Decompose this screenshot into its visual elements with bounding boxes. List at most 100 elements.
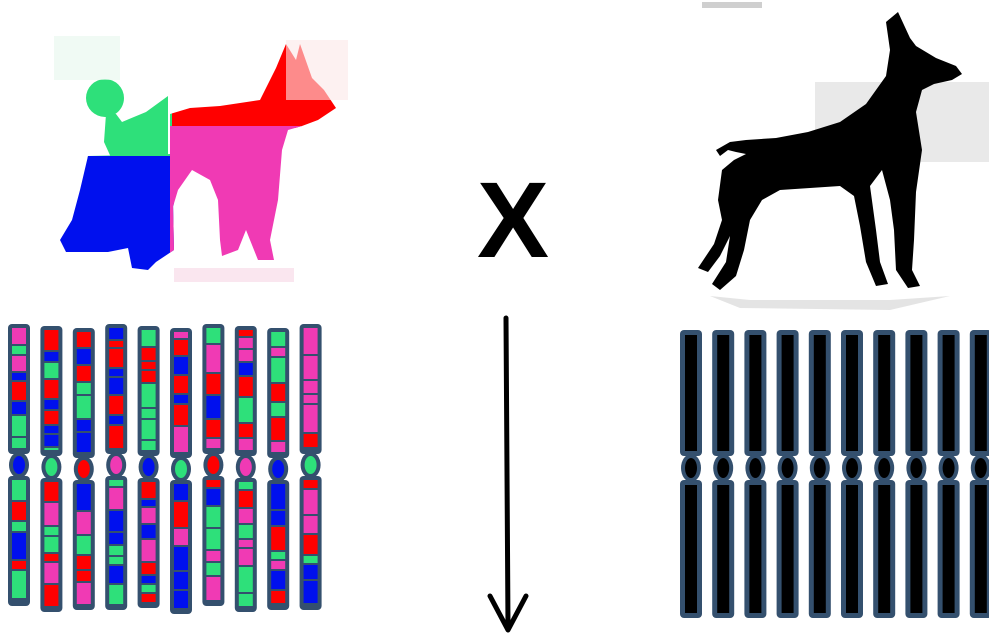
- chromosome-band: [271, 511, 286, 525]
- chromosome-band: [685, 335, 697, 451]
- chromosome-band: [141, 330, 156, 346]
- chromosome-band: [303, 480, 318, 488]
- chromosome-band: [109, 557, 124, 564]
- chromosome-band: [206, 577, 221, 600]
- chromosome-band: [781, 335, 794, 451]
- chromosome-band: [910, 335, 923, 451]
- chromosome-band: [12, 373, 26, 380]
- chromosome-band: [141, 420, 156, 439]
- chromosome-band: [44, 435, 59, 446]
- chromosome-band: [271, 591, 286, 603]
- chromosome-band: [271, 561, 286, 569]
- chromosome-band: [174, 332, 188, 338]
- chromosome: [170, 328, 192, 614]
- chromosome-band: [109, 488, 124, 509]
- chromosome-band: [12, 346, 26, 354]
- chromosome-band: [76, 536, 91, 554]
- chromosome-band: [141, 594, 156, 602]
- chromosome-band: [813, 485, 826, 613]
- chromosome-band: [238, 567, 253, 592]
- chromosome-band: [206, 507, 221, 527]
- chromosome: [8, 324, 30, 606]
- chromosome: [680, 330, 702, 618]
- mixed-dog-icon: [54, 36, 348, 282]
- chromosome-band: [910, 485, 923, 613]
- chromosome-band: [76, 349, 91, 364]
- centromere-core: [175, 460, 187, 478]
- chromosome-band: [271, 442, 286, 452]
- centromere-core: [77, 460, 90, 478]
- chromosome-band: [174, 572, 188, 589]
- chromosome-band: [846, 485, 858, 613]
- centromere-core: [942, 458, 955, 478]
- centromere-core: [685, 458, 697, 478]
- chromosome-band: [942, 485, 955, 613]
- chromosome-band: [109, 378, 124, 394]
- chromosome-band: [12, 480, 26, 500]
- chromosome: [137, 326, 160, 608]
- chromosome-band: [206, 420, 221, 437]
- chromosome-band: [141, 482, 156, 498]
- centromere-core: [272, 460, 285, 478]
- chromosome: [299, 324, 322, 610]
- chromosome-band: [174, 502, 188, 527]
- chromosome-band: [141, 500, 156, 506]
- chromosome-band: [109, 533, 124, 544]
- chromosome-band: [76, 556, 91, 569]
- chromosome-band: [141, 576, 156, 583]
- centromere-core: [749, 458, 762, 478]
- centromere-core: [207, 456, 220, 474]
- centromere-core: [13, 456, 25, 474]
- chromosome-band: [206, 529, 221, 549]
- chromosome-band: [44, 363, 59, 378]
- chromosome-band: [878, 335, 891, 451]
- chromosome-band: [206, 328, 221, 343]
- chromosome-band: [303, 356, 318, 379]
- left-chromosome-set: [8, 324, 322, 614]
- chromosome: [105, 324, 128, 610]
- chromosome-band: [109, 480, 124, 486]
- chromosome-band: [109, 416, 124, 424]
- chromosome-band: [141, 362, 156, 369]
- chromosome-band: [846, 335, 858, 451]
- chromosome-band: [717, 485, 730, 613]
- chromosome-band: [238, 509, 253, 523]
- chromosome-band: [76, 366, 91, 381]
- chromosome-band: [44, 503, 59, 525]
- chromosome-band: [44, 482, 59, 501]
- chromosome-band: [749, 335, 762, 451]
- chromosome-band: [271, 348, 286, 356]
- chromosome: [40, 326, 63, 612]
- chromosome-band: [12, 571, 26, 598]
- chromosome-band: [12, 416, 26, 436]
- chromosome-band: [238, 424, 253, 437]
- centromere-core: [717, 458, 730, 478]
- chromosome-band: [109, 349, 124, 367]
- centromere-core: [239, 458, 252, 476]
- centromere-core: [846, 458, 858, 478]
- chromosome-band: [271, 552, 286, 559]
- chromosome-band: [12, 402, 26, 414]
- chromosome-band: [141, 371, 156, 382]
- chromosome-band: [44, 585, 59, 606]
- chromosome-band: [206, 480, 221, 487]
- chromosome-band: [813, 335, 826, 451]
- centromere-core: [110, 456, 123, 474]
- chromosome-band: [303, 405, 318, 432]
- chromosome-band: [174, 340, 188, 355]
- chromosome-band: [238, 549, 253, 565]
- chromosome: [969, 330, 989, 618]
- chromosome-band: [238, 525, 253, 538]
- chromosome-band: [76, 433, 91, 452]
- chromosome-band: [303, 328, 318, 354]
- chromosome-band: [76, 396, 91, 418]
- chromosome-band: [44, 380, 59, 398]
- chromosome-band: [141, 585, 156, 592]
- chromosome-band: [109, 396, 124, 414]
- chromosome-band: [878, 485, 891, 613]
- chromosome-band: [303, 535, 318, 554]
- chromosome-band: [942, 335, 955, 451]
- chromosome-band: [76, 484, 91, 510]
- chromosome-band: [141, 409, 156, 418]
- chromosome-band: [44, 330, 59, 350]
